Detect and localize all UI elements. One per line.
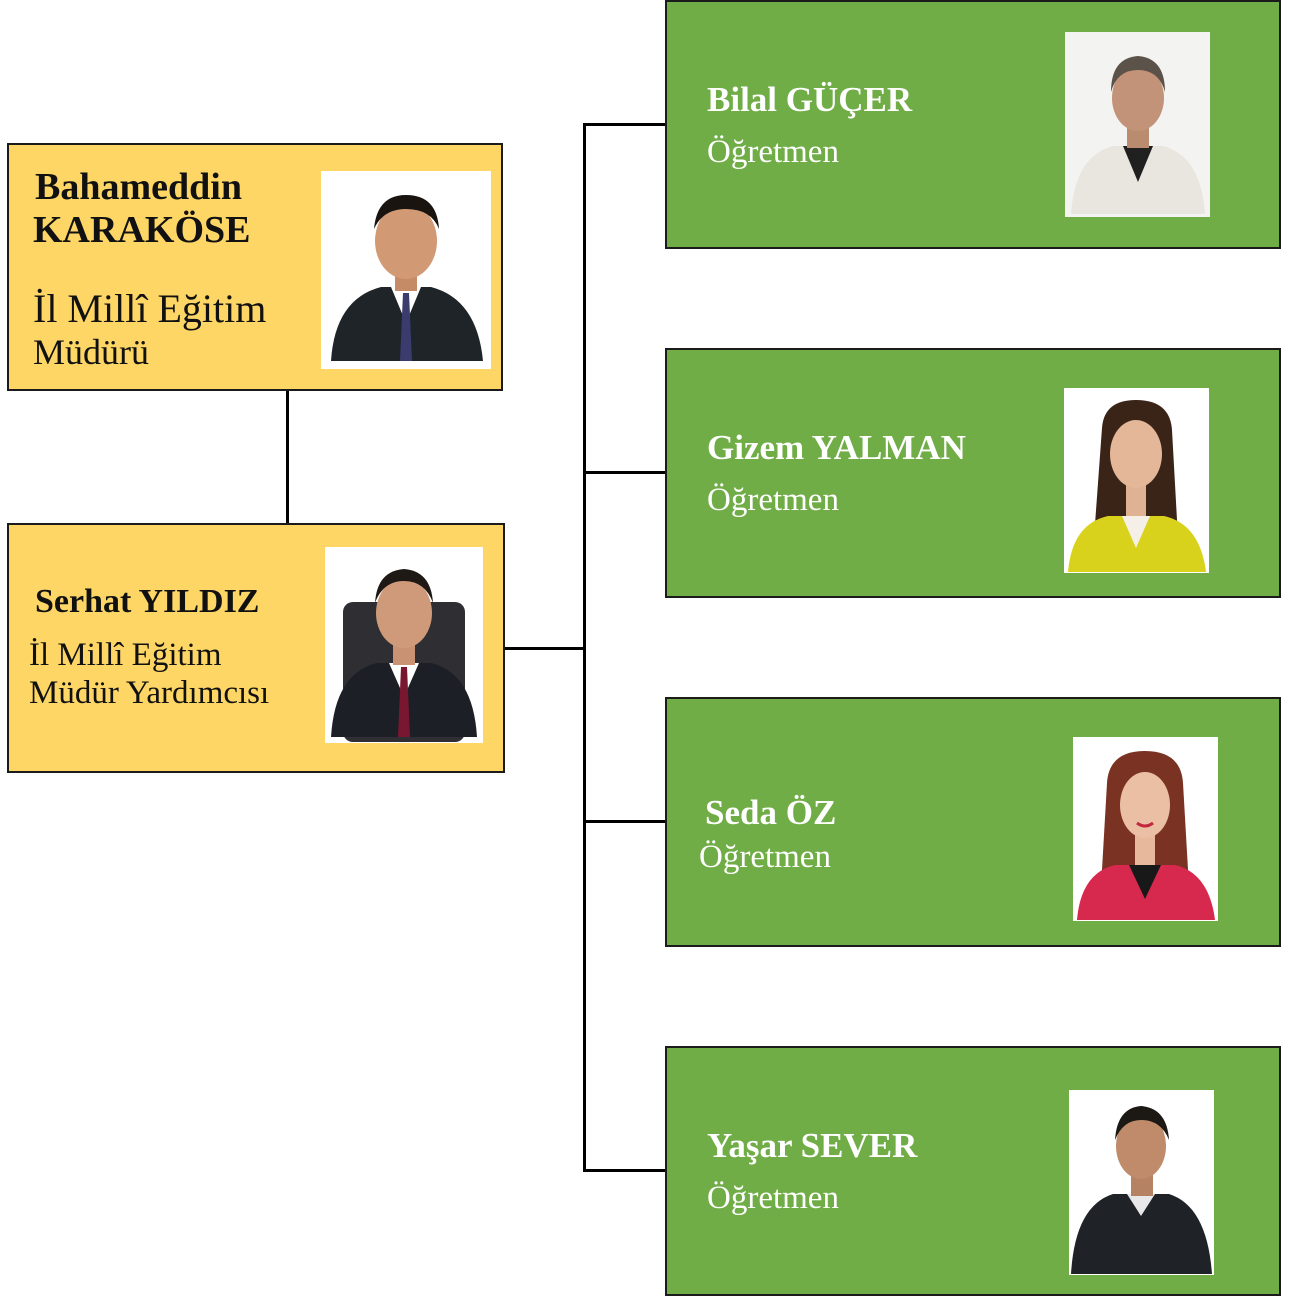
person-photo-icon xyxy=(1073,737,1218,921)
person-photo-icon xyxy=(1069,1090,1214,1275)
deputy-title-line1: İl Millî Eğitim xyxy=(29,637,222,673)
teacher-photo xyxy=(1065,32,1210,217)
teacher-card: Bilal GÜÇER Öğretmen xyxy=(665,0,1281,249)
connector-deputy-trunk xyxy=(503,647,585,650)
teacher-name: Seda ÖZ xyxy=(705,793,837,832)
connector-branch-2 xyxy=(583,471,668,474)
person-photo-icon xyxy=(321,171,491,369)
connector-trunk-vertical xyxy=(583,123,586,1172)
teacher-photo xyxy=(1069,1090,1214,1275)
connector-director-deputy xyxy=(286,389,289,525)
teacher-name: Gizem YALMAN xyxy=(707,428,966,467)
deputy-name: Serhat YILDIZ xyxy=(35,583,260,620)
director-photo xyxy=(321,171,491,369)
teacher-title: Öğretmen xyxy=(707,482,839,518)
teacher-card: Seda ÖZ Öğretmen xyxy=(665,697,1281,947)
connector-branch-3 xyxy=(583,820,668,823)
connector-branch-4 xyxy=(583,1169,668,1172)
deputy-card: Serhat YILDIZ İl Millî Eğitim Müdür Yard… xyxy=(7,523,505,773)
teacher-card: Yaşar SEVER Öğretmen xyxy=(665,1046,1281,1296)
teacher-name: Yaşar SEVER xyxy=(707,1126,918,1165)
teacher-title: Öğretmen xyxy=(707,1180,839,1216)
connector-branch-1 xyxy=(583,123,668,126)
teacher-title: Öğretmen xyxy=(707,134,839,170)
director-card: Bahameddin KARAKÖSE İl Millî Eğitim Müdü… xyxy=(7,143,503,391)
director-name-line2: KARAKÖSE xyxy=(33,209,251,251)
person-photo-icon xyxy=(325,547,483,743)
teacher-name: Bilal GÜÇER xyxy=(707,80,913,119)
teacher-photo xyxy=(1064,388,1209,573)
director-title-line1: İl Millî Eğitim xyxy=(33,286,267,331)
teacher-title: Öğretmen xyxy=(699,839,831,875)
teacher-card: Gizem YALMAN Öğretmen xyxy=(665,348,1281,598)
deputy-photo xyxy=(325,547,483,743)
person-photo-icon xyxy=(1064,388,1209,573)
person-photo-icon xyxy=(1065,32,1210,217)
director-title-line2: Müdürü xyxy=(33,332,149,372)
teacher-photo xyxy=(1073,737,1218,921)
director-name-line1: Bahameddin xyxy=(35,166,242,208)
deputy-title-line2: Müdür Yardımcısı xyxy=(29,675,270,711)
